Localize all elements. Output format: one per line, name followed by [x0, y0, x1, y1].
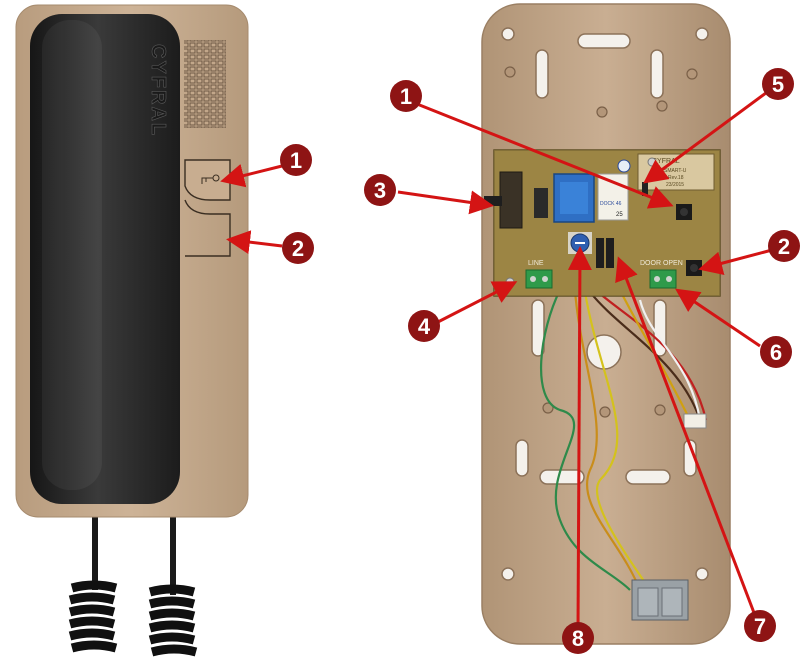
back-view: DOCK 46 25 CYFRAL SMART-U Rev.18 23/2015	[481, 3, 731, 645]
line-terminal: LINE	[525, 260, 553, 289]
key-button[interactable]	[184, 159, 231, 201]
line-label: LINE	[528, 260, 544, 267]
key-icon	[201, 174, 220, 184]
mounting-holes	[501, 27, 709, 581]
callout-back-2: 2	[768, 230, 800, 262]
sticker-code: DOCK 46	[600, 201, 622, 207]
coiled-cord	[68, 500, 198, 657]
callout-front-1: 1	[280, 144, 312, 176]
lower-button[interactable]	[184, 199, 231, 257]
arrow-front-1	[220, 163, 283, 188]
callout-back-1-number: 1	[400, 84, 412, 109]
callout-back-4: 4	[408, 310, 440, 342]
arrow-back-5	[643, 88, 771, 184]
door-button[interactable]	[686, 260, 702, 276]
screw-bosses	[504, 66, 698, 418]
callout-back-6-number: 6	[770, 340, 782, 365]
wire-connector	[683, 413, 707, 429]
phone-socket	[631, 579, 689, 621]
board-button[interactable]	[676, 204, 692, 220]
arrow-back-2	[698, 248, 773, 275]
jumper[interactable]	[596, 238, 614, 268]
label-rev: Rev.18	[668, 175, 684, 181]
front-view: CYFRAL	[15, 4, 249, 657]
sticker-number: 25	[616, 212, 623, 218]
label-model: SMART-U	[664, 168, 687, 174]
callout-back-8-number: 8	[572, 626, 584, 651]
brand-logo: CYFRAL	[147, 44, 169, 137]
volume-potentiometer[interactable]	[568, 232, 592, 254]
led	[642, 182, 648, 196]
callout-back-8: 8	[562, 622, 594, 654]
door-open-terminal: DOOR OPEN	[640, 260, 683, 289]
speaker-grille	[184, 40, 226, 128]
arrow-back-1	[411, 100, 674, 209]
callout-back-6: 6	[760, 336, 792, 368]
arrow-back-8	[567, 246, 592, 631]
callout-badges: 1 2 1 5 3 2 4 6	[280, 68, 800, 654]
back-plate	[481, 3, 731, 645]
wires	[539, 289, 708, 591]
callout-back-4-number: 4	[418, 314, 431, 339]
callout-back-2-number: 2	[778, 234, 790, 259]
callout-front-2: 2	[282, 232, 314, 264]
callout-back-3: 3	[364, 174, 396, 206]
arrow-back-6	[675, 288, 761, 348]
callout-back-7-number: 7	[754, 614, 766, 639]
callout-back-1: 1	[390, 80, 422, 112]
callout-back-3-number: 3	[374, 178, 386, 203]
callout-back-7: 7	[744, 610, 776, 642]
callout-back-5-number: 5	[772, 72, 784, 97]
pcb: DOCK 46 25 CYFRAL SMART-U Rev.18 23/2015	[484, 149, 721, 297]
label-date: 23/2015	[666, 182, 684, 188]
qc-sticker	[617, 159, 631, 173]
handset	[30, 14, 180, 504]
callout-back-5: 5	[762, 68, 794, 100]
arrow-back-7	[615, 256, 758, 619]
door-open-label: DOOR OPEN	[640, 260, 683, 267]
arrow-front-2	[226, 230, 283, 255]
arrow-back-4	[433, 281, 518, 326]
callout-front-1-number: 1	[290, 148, 302, 173]
arrow-back-3	[397, 190, 494, 215]
callout-arrows	[220, 88, 773, 631]
callout-front-2-number: 2	[292, 236, 304, 261]
